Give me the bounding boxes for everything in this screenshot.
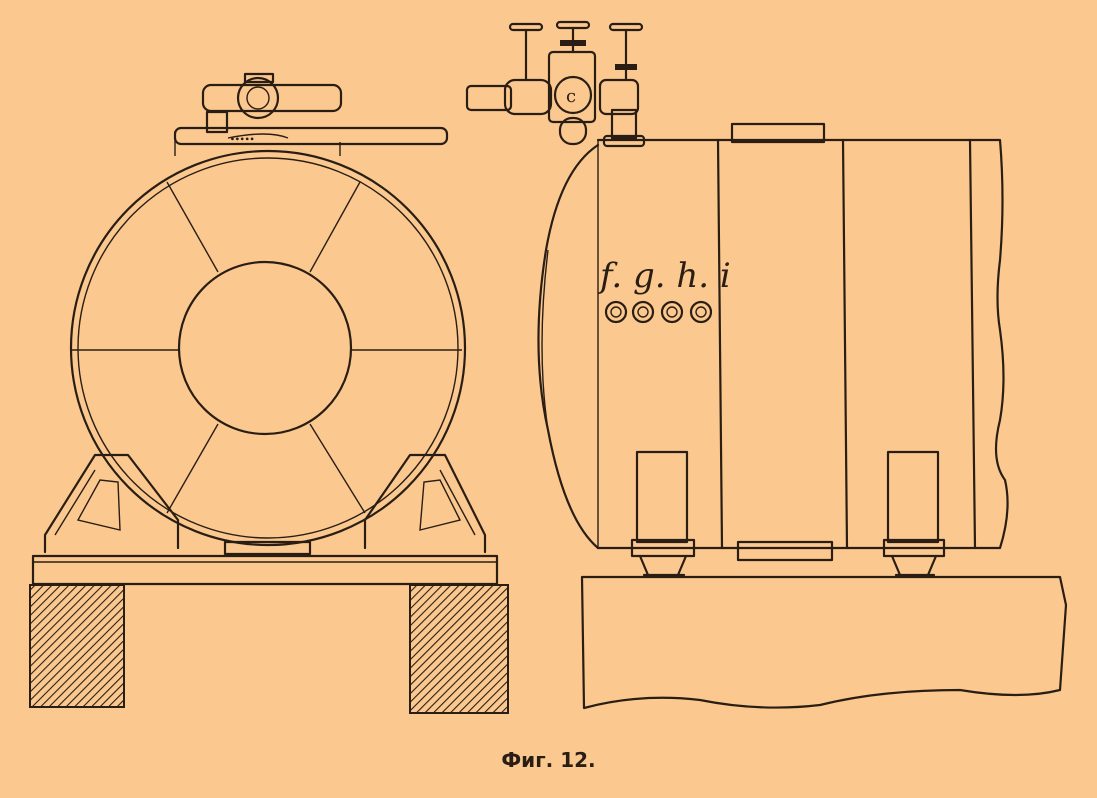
- left-pier-hatched: [29, 584, 125, 708]
- support-block-right: [886, 450, 940, 544]
- manhole-cover: [730, 122, 826, 144]
- stay-spokes: [72, 181, 462, 514]
- right-saddle: [363, 453, 487, 554]
- inner-flue: [177, 260, 353, 436]
- boiler-body-side: [596, 138, 1009, 550]
- svg-text:∙∙∙∙∙: ∙∙∙∙∙: [230, 134, 255, 145]
- foundation-block: [580, 575, 1068, 710]
- side-view: f. g. h. i c: [465, 20, 1068, 710]
- base-beam: [31, 554, 499, 586]
- top-pipe-front: ∙∙∙∙∙: [173, 72, 449, 156]
- figure-caption: Фиг. 12.: [501, 748, 596, 772]
- valve-cluster: c: [465, 20, 646, 148]
- support-block-left: [635, 450, 689, 544]
- right-pier-hatched: [409, 584, 509, 714]
- front-view: ∙∙∙∙∙: [29, 72, 509, 714]
- gauge-cocks: [604, 300, 713, 324]
- side-view-labels: f. g. h. i: [597, 256, 731, 296]
- svg-text:c: c: [566, 86, 576, 107]
- boiler-shell-front: [69, 149, 467, 547]
